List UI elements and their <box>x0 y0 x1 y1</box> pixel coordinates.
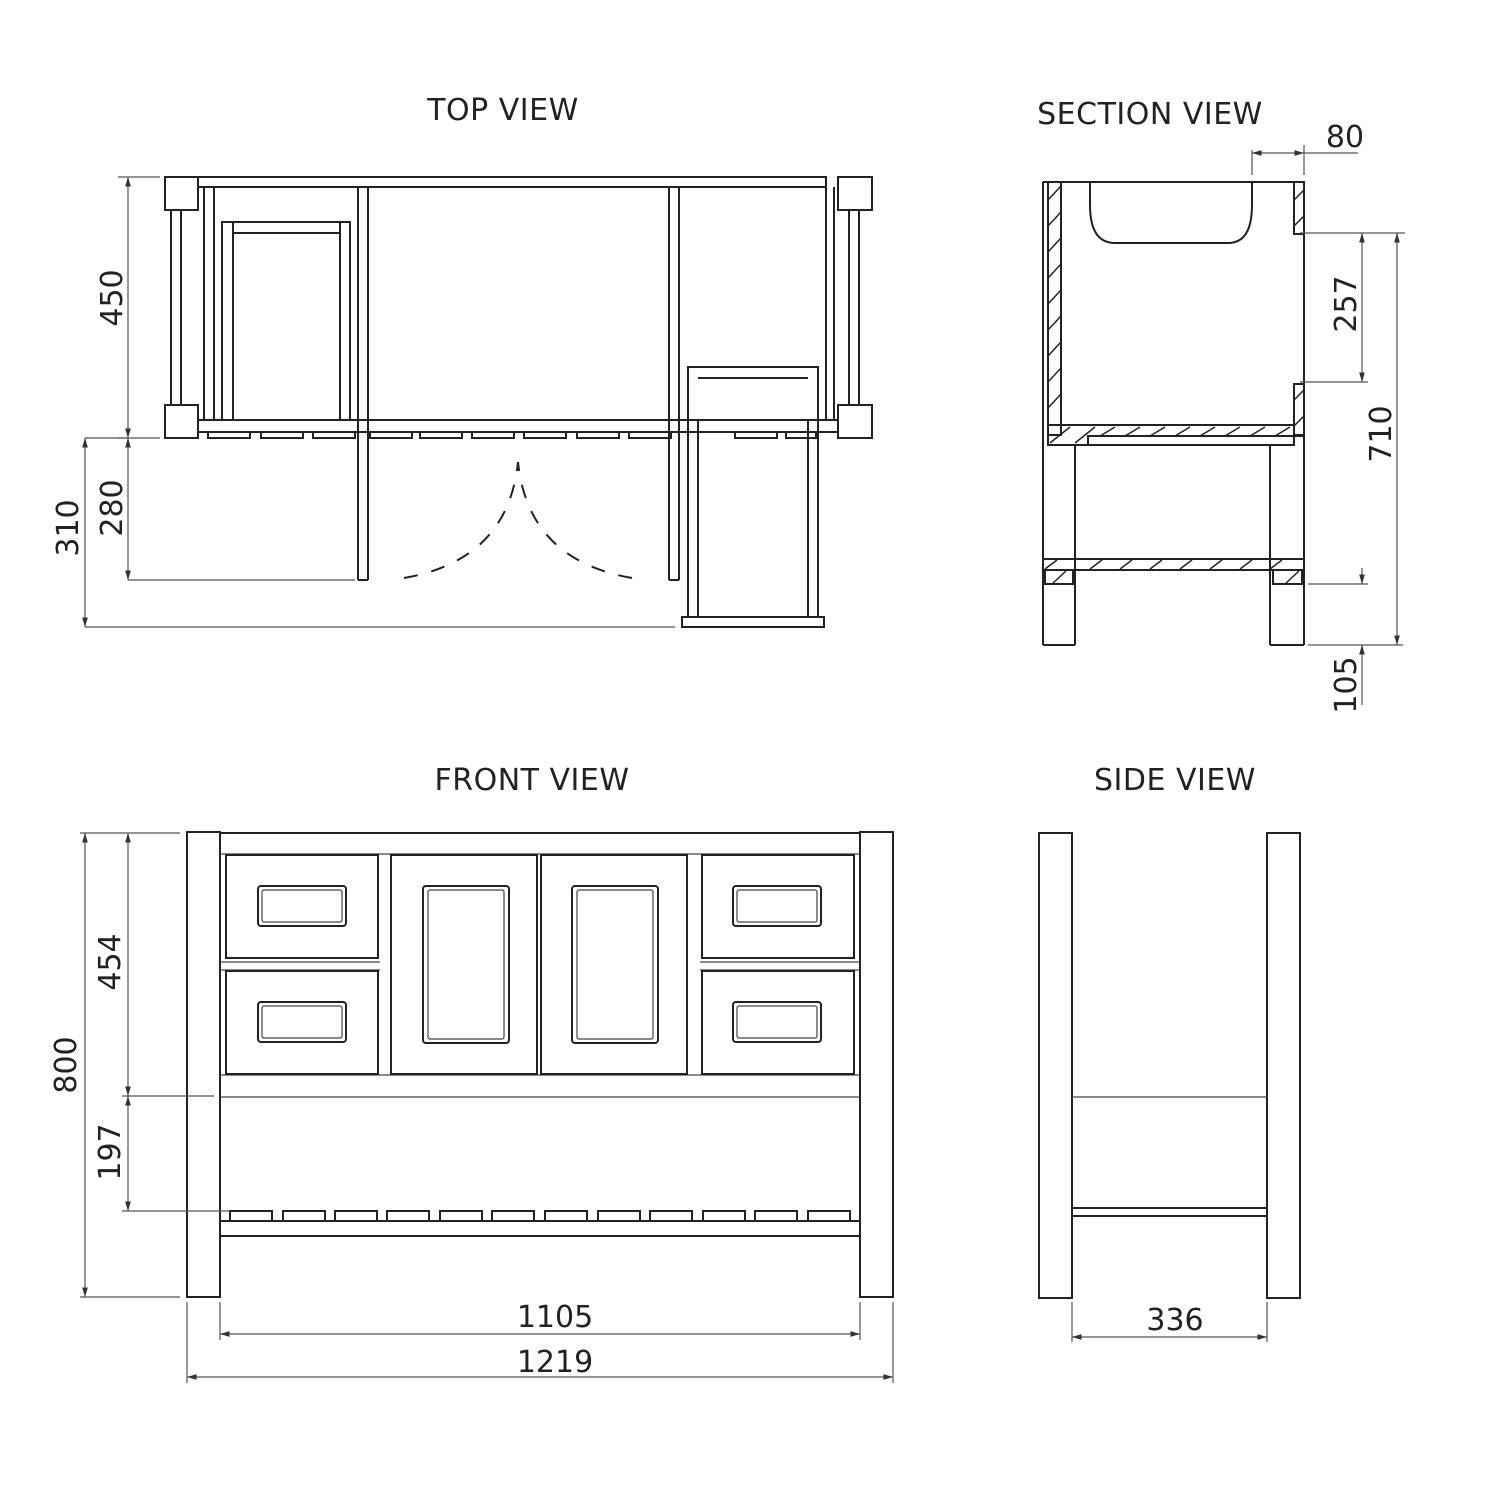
front-right-top-drawer <box>701 854 855 959</box>
front-left-door <box>390 854 538 1075</box>
side-view: 336 <box>1038 832 1301 1342</box>
dim-top-depth: 450 <box>95 269 130 326</box>
dim-section-leg-clearance: 105 <box>1329 656 1364 713</box>
top-view-slats <box>207 431 817 439</box>
dim-front-total-height: 800 <box>49 1036 84 1093</box>
front-left-top-drawer <box>225 854 379 959</box>
side-view-title: SIDE VIEW <box>1094 763 1256 798</box>
front-shelf-slats <box>229 1210 851 1222</box>
section-view: 80 257 710 105 <box>1042 120 1405 714</box>
dim-front-inner-width: 1105 <box>517 1300 593 1335</box>
top-view: 450 280 310 <box>51 176 873 628</box>
dim-front-upper-height: 454 <box>93 933 128 990</box>
dim-section-basin-offset: 80 <box>1326 120 1364 155</box>
front-right-bottom-drawer <box>701 970 855 1075</box>
dim-side-inner-depth: 336 <box>1146 1303 1203 1338</box>
dim-section-opening: 257 <box>1329 275 1364 332</box>
dim-front-total-width: 1219 <box>517 1345 593 1380</box>
front-right-door <box>540 854 688 1075</box>
dim-top-drawer-extension: 310 <box>51 499 86 556</box>
front-view-title: FRONT VIEW <box>434 763 629 798</box>
dim-front-open-shelf: 197 <box>93 1123 128 1180</box>
front-left-bottom-drawer <box>225 970 379 1075</box>
top-view-title: TOP VIEW <box>426 93 579 128</box>
dim-section-height: 710 <box>1364 405 1399 462</box>
section-view-title: SECTION VIEW <box>1037 97 1263 132</box>
dim-top-door-swing: 280 <box>95 479 130 536</box>
front-view: 800 454 197 1105 1219 <box>49 831 894 1383</box>
